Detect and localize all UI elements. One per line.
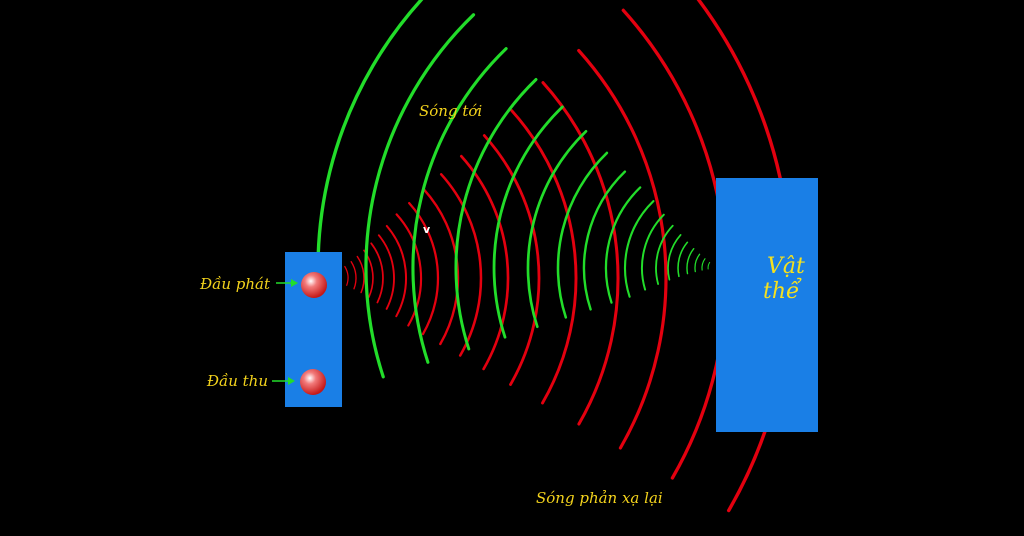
reflected-wave-arc: [694, 253, 701, 273]
incident-wave-arc: [385, 224, 407, 318]
object-box: [716, 178, 818, 432]
incident-wave-arc: [577, 48, 668, 450]
incident-wave-arc: [541, 81, 620, 426]
object-label-line2: thể: [763, 276, 802, 304]
incident-wave-arc: [482, 134, 541, 386]
incident-wave-arc: [439, 173, 483, 357]
incident-wave-arc: [510, 109, 578, 405]
reflected-wave-arc: [604, 186, 642, 304]
reflected-wave-arc: [582, 170, 627, 311]
incident-wave-arc: [370, 242, 384, 304]
incident-wave-arc: [408, 201, 440, 336]
emitter-transducer: [301, 272, 327, 298]
emitter-arrow: [276, 279, 298, 287]
reflected-wave-arc: [624, 200, 655, 298]
reflected-waves: [316, 0, 711, 394]
reflected-wave-arc: [411, 47, 508, 364]
receiver-label: Đầu thu: [206, 372, 268, 390]
reflected-wave-arc: [556, 151, 609, 319]
reflected-wave-arc: [364, 13, 476, 379]
velocity-mark: v: [423, 223, 431, 236]
incident-wave-arc: [350, 261, 357, 290]
reflected-wave-arc: [667, 234, 682, 281]
incident-wave-arc: [344, 265, 349, 286]
reflected-wave-arc: [454, 78, 538, 351]
reflected-wave-arc: [492, 105, 564, 339]
emitter-label: Đầu phát: [199, 275, 271, 293]
incident-wave-label: Sóng tới: [419, 102, 482, 120]
receiver-transducer: [300, 369, 326, 395]
incident-wave-arc: [459, 154, 510, 371]
reflected-wave-arc: [640, 213, 665, 291]
reflected-wave-arc: [707, 261, 711, 270]
receiver-arrow: [272, 377, 295, 385]
reflected-wave-arc: [677, 241, 689, 278]
reflected-wave-arc: [701, 258, 706, 271]
reflected-wave-arc: [526, 129, 588, 329]
object-label-line1: Vật: [767, 254, 805, 279]
incident-wave-arc: [356, 255, 365, 294]
reflected-wave-arc: [655, 224, 674, 285]
reflected-wave-label: Sóng phản xạ lại: [536, 489, 663, 507]
incident-wave-arc: [377, 234, 395, 310]
reflected-wave-arc: [686, 247, 695, 275]
